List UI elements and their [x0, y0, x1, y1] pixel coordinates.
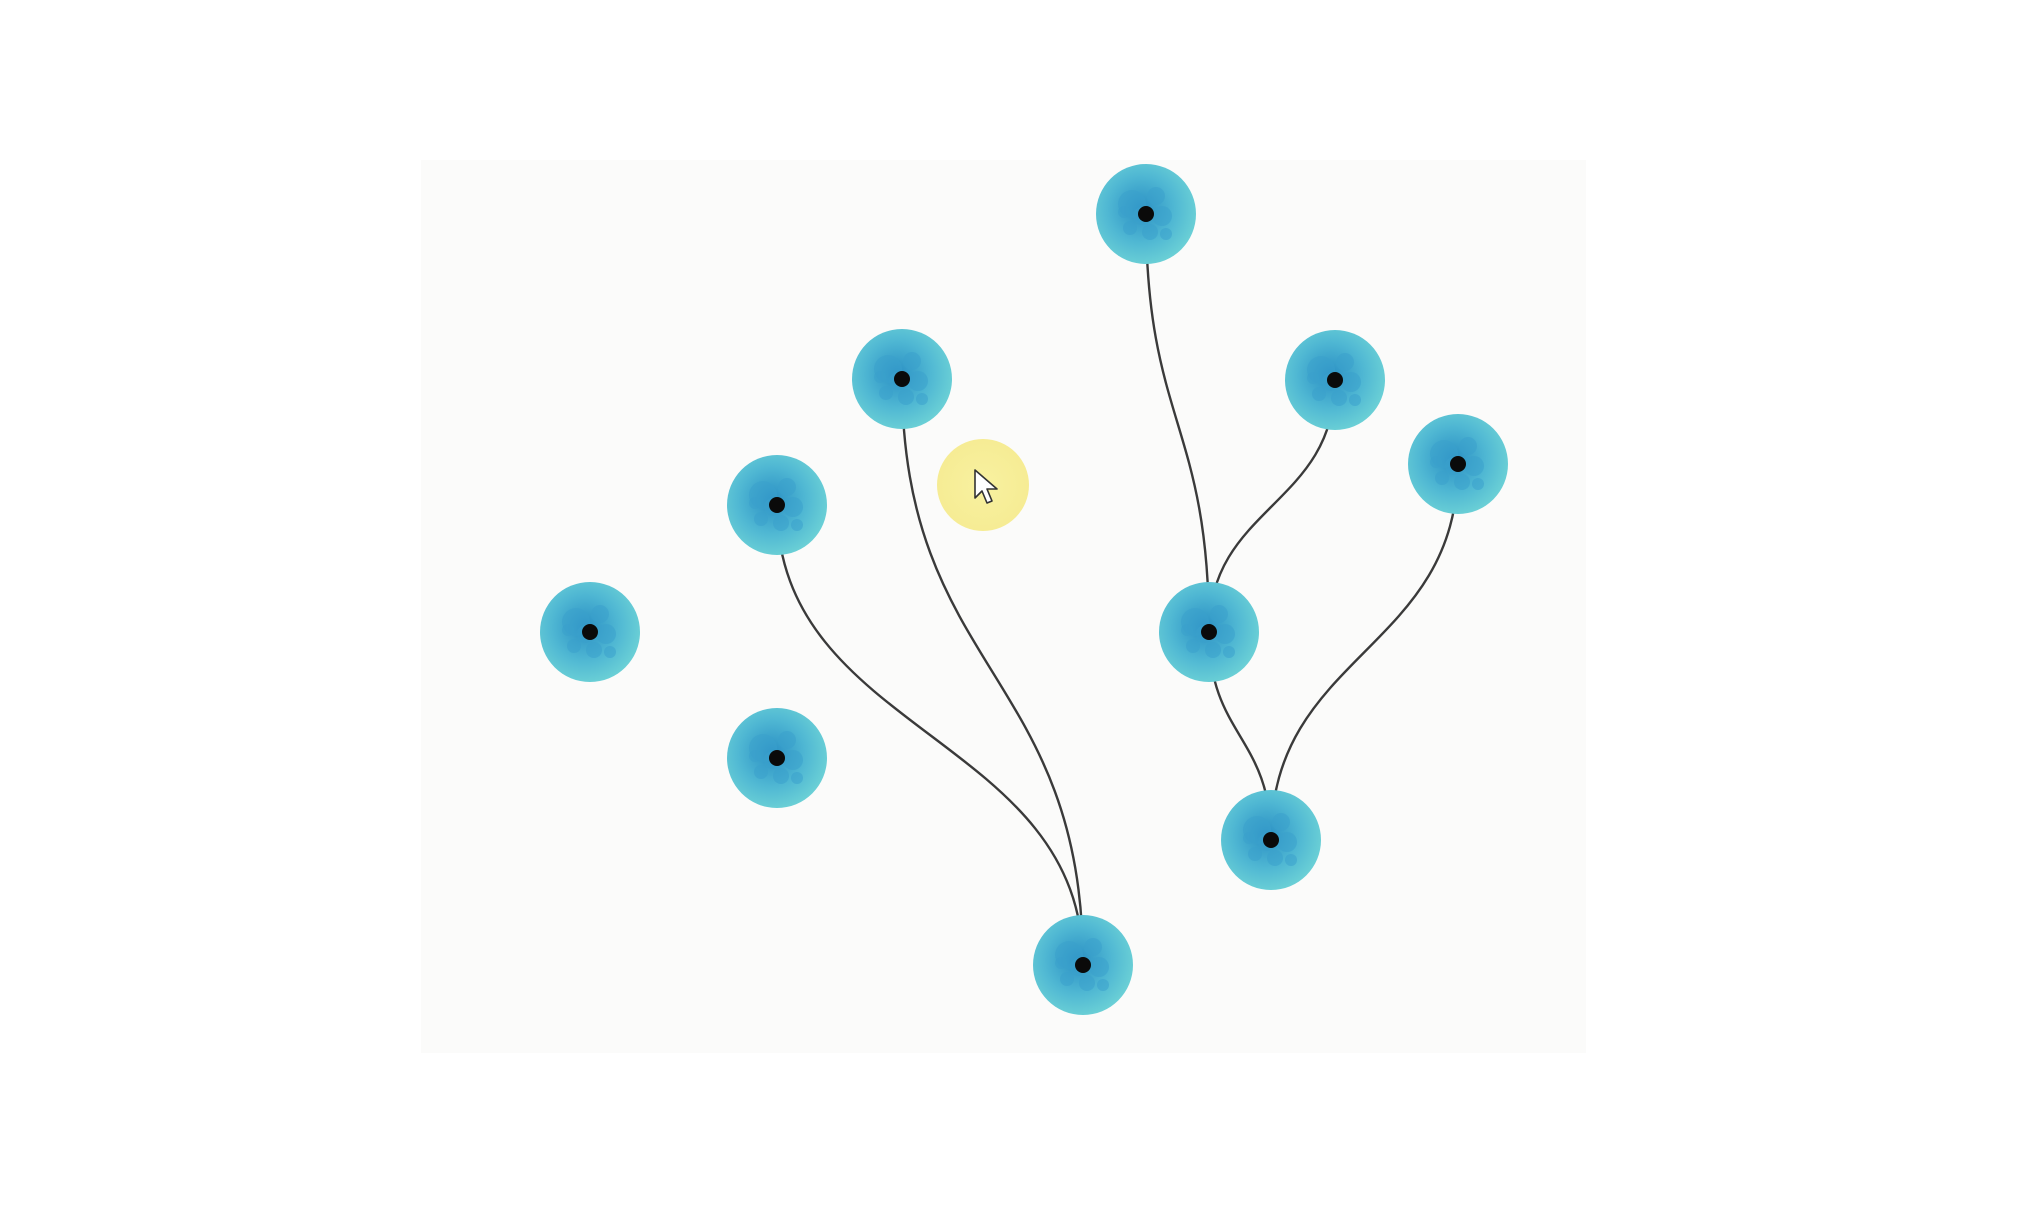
- graph-node[interactable]: [727, 708, 827, 808]
- node-texture: [1472, 478, 1484, 490]
- node-texture: [916, 393, 928, 405]
- node-texture: [754, 512, 768, 526]
- node-texture: [1097, 979, 1109, 991]
- node-texture: [562, 624, 574, 636]
- node-texture: [1210, 605, 1228, 623]
- node-texture: [1454, 474, 1470, 490]
- node-texture: [778, 478, 796, 496]
- node-texture: [1459, 437, 1477, 455]
- node-handle[interactable]: [1450, 456, 1466, 472]
- node-texture: [898, 389, 914, 405]
- node-texture: [591, 605, 609, 623]
- node-texture: [1181, 624, 1193, 636]
- node-texture: [773, 768, 789, 784]
- node-handle[interactable]: [1201, 624, 1217, 640]
- node-texture: [1060, 972, 1074, 986]
- graph-node[interactable]: [1221, 790, 1321, 890]
- node-handle[interactable]: [894, 371, 910, 387]
- node-texture: [1147, 187, 1165, 205]
- node-texture: [1205, 642, 1221, 658]
- node-texture: [879, 386, 893, 400]
- node-handle[interactable]: [582, 624, 598, 640]
- node-texture: [1272, 813, 1290, 831]
- node-texture: [1248, 847, 1262, 861]
- edge-link: [900, 378, 1085, 966]
- nodes-layer: [540, 164, 1508, 1015]
- graph-node[interactable]: [1408, 414, 1508, 514]
- node-texture: [1349, 394, 1361, 406]
- node-texture: [874, 371, 886, 383]
- node-texture: [749, 750, 761, 762]
- node-texture: [1055, 957, 1067, 969]
- node-texture: [1089, 957, 1109, 977]
- node-handle[interactable]: [1263, 832, 1279, 848]
- graph-node[interactable]: [1033, 915, 1133, 1015]
- node-texture: [749, 497, 761, 509]
- node-texture: [791, 772, 803, 784]
- edge-link: [775, 504, 1085, 966]
- node-texture: [783, 497, 803, 517]
- node-texture: [1160, 228, 1172, 240]
- graph-node[interactable]: [727, 455, 827, 555]
- node-texture: [1223, 646, 1235, 658]
- graph-node[interactable]: [1159, 582, 1259, 682]
- node-handle[interactable]: [1327, 372, 1343, 388]
- node-texture: [1186, 639, 1200, 653]
- edges-layer: [775, 213, 1460, 966]
- node-texture: [1307, 372, 1319, 384]
- edge-link: [1269, 463, 1460, 841]
- node-texture: [604, 646, 616, 658]
- node-texture: [1243, 832, 1255, 844]
- node-texture: [1142, 224, 1158, 240]
- node-texture: [754, 765, 768, 779]
- node-texture: [903, 352, 921, 370]
- node-texture: [567, 639, 581, 653]
- node-texture: [1464, 456, 1484, 476]
- arrow-cursor-icon: [974, 469, 998, 504]
- node-texture: [783, 750, 803, 770]
- node-texture: [908, 371, 928, 391]
- node-handle[interactable]: [769, 497, 785, 513]
- node-texture: [1312, 387, 1326, 401]
- node-texture: [1118, 206, 1130, 218]
- node-texture: [596, 624, 616, 644]
- node-texture: [791, 519, 803, 531]
- graph-node[interactable]: [540, 582, 640, 682]
- node-texture: [1084, 938, 1102, 956]
- edge-link: [1144, 213, 1211, 633]
- graph-node[interactable]: [1096, 164, 1196, 264]
- node-texture: [1435, 471, 1449, 485]
- node-texture: [1285, 854, 1297, 866]
- node-texture: [1123, 221, 1137, 235]
- node-texture: [778, 731, 796, 749]
- node-handle[interactable]: [1075, 957, 1091, 973]
- node-texture: [1267, 850, 1283, 866]
- node-texture: [1215, 624, 1235, 644]
- node-handle[interactable]: [1138, 206, 1154, 222]
- node-texture: [586, 642, 602, 658]
- node-texture: [1277, 832, 1297, 852]
- node-texture: [1152, 206, 1172, 226]
- cursor-highlight: [937, 439, 1029, 531]
- graph-node[interactable]: [852, 329, 952, 429]
- node-texture: [1341, 372, 1361, 392]
- node-texture: [1430, 456, 1442, 468]
- node-texture: [1079, 975, 1095, 991]
- graph-node[interactable]: [1285, 330, 1385, 430]
- node-handle[interactable]: [769, 750, 785, 766]
- node-texture: [1331, 390, 1347, 406]
- node-texture: [773, 515, 789, 531]
- node-texture: [1336, 353, 1354, 371]
